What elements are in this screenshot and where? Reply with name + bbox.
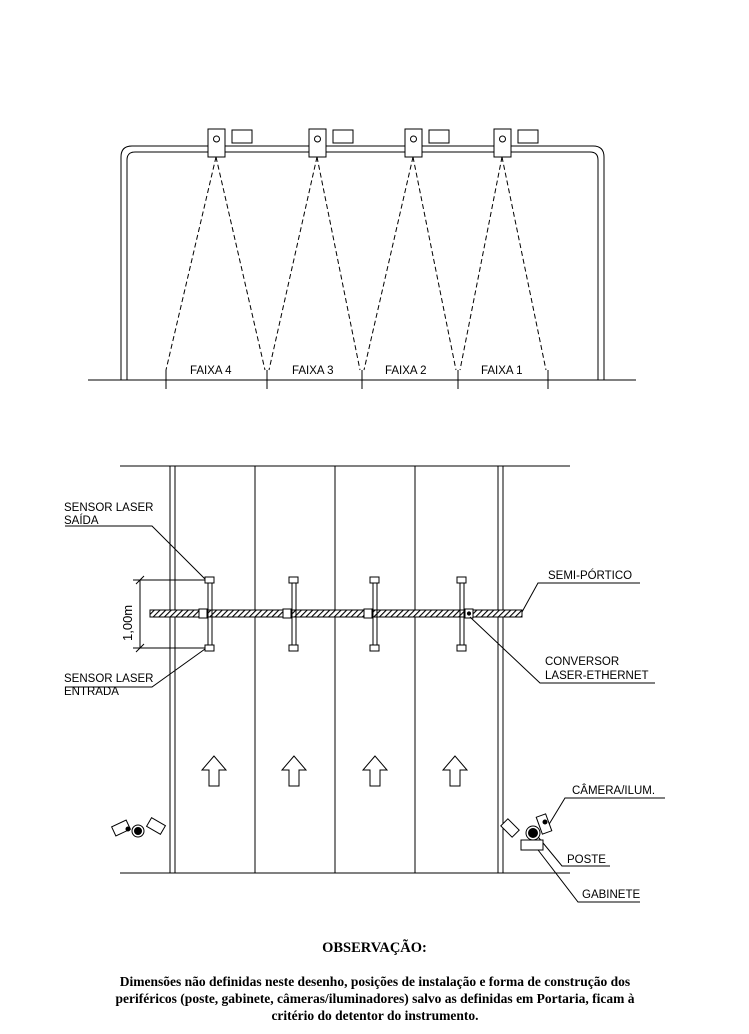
label-sensor-saida-1: SENSOR LASER: [64, 502, 153, 514]
label-dimension: 1,00m: [120, 605, 135, 641]
arrow-up-icon: [441, 755, 469, 787]
lane-label-1: FAIXA 1: [481, 365, 523, 377]
laser-sensor-front: [459, 128, 547, 371]
note-line: Dimensões não definidas neste desenho, p…: [119, 974, 631, 989]
lane-label-2: FAIXA 2: [385, 365, 427, 377]
sensor-assembly: [198, 576, 215, 652]
label-sensor-saida-2: SAÍDA: [64, 514, 99, 527]
leader-sensor-saida: [65, 525, 206, 580]
label-conversor-2: LASER-ETHERNET: [545, 670, 649, 682]
leader-conversor: [469, 616, 655, 684]
leader-camera: [547, 797, 665, 827]
arrow-up-icon: [280, 755, 308, 787]
arrow-up-icon: [361, 755, 389, 787]
sensor-assembly: [456, 576, 474, 652]
laser-sensor-front: [268, 128, 361, 371]
label-sensor-entrada-1: SENSOR LASER: [64, 673, 153, 685]
arrow-up-icon: [200, 755, 228, 787]
label-gabinete: GABINETE: [582, 889, 640, 901]
note-title: OBSERVAÇÃO:: [322, 940, 427, 956]
label-sensor-entrada-2: ENTRADA: [64, 686, 119, 698]
gantry-frame-inner: [126, 151, 599, 380]
label-camera: CÂMERA/ILUM.: [572, 784, 655, 797]
leader-gabinete: [534, 845, 640, 903]
front-view: [88, 128, 636, 389]
leader-semi-portico: [521, 582, 640, 613]
laser-sensor-front: [363, 128, 457, 371]
lane-label-4: FAIXA 4: [190, 365, 232, 377]
leader-sensor-entrada: [65, 648, 206, 688]
sensor-assembly: [282, 576, 299, 652]
note-body: Dimensões não definidas neste desenho, p…: [70, 973, 680, 1024]
gantry-frame: [120, 145, 605, 380]
dimension-marker: [133, 575, 205, 653]
label-poste: POSTE: [567, 854, 606, 866]
label-conversor-1: CONVERSOR: [545, 656, 619, 668]
note-line: periféricos (poste, gabinete, câmeras/il…: [115, 991, 635, 1006]
sensor-assembly: [363, 576, 380, 652]
lane-label-3: FAIXA 3: [292, 365, 334, 377]
note-line: critério do detentor do instrumento.: [271, 1008, 479, 1023]
camera-pole-right: [500, 813, 553, 851]
plan-view: [65, 465, 665, 903]
semi-portico-beam: [149, 609, 523, 618]
laser-sensor-front: [165, 128, 266, 371]
label-semi-portico: SEMI-PÓRTICO: [548, 569, 632, 582]
camera-pole-left: [110, 816, 167, 838]
